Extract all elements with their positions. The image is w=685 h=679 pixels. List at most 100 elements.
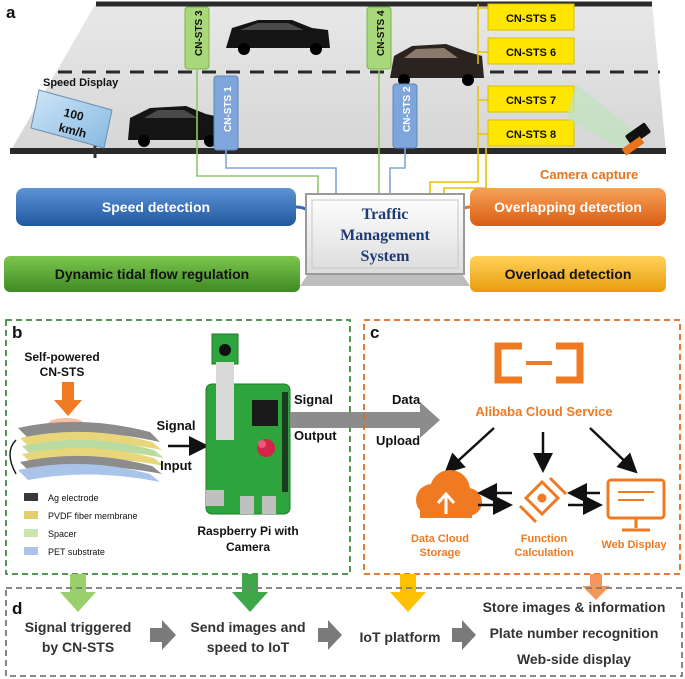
down-arrow-gold (390, 574, 426, 612)
legend-swatch-pvdf (24, 511, 38, 519)
car-overlapping (390, 44, 484, 86)
arrow-to-web (589, 427, 638, 474)
tms-line3: System (361, 248, 411, 265)
function-line2: Calculation (514, 547, 574, 559)
output-plate: Plate number recognition (490, 625, 659, 641)
sensor-sts8 (487, 119, 575, 147)
rpi-caption-line2: Camera (226, 540, 270, 554)
overload-detection-label: Overload detection (505, 266, 632, 282)
down-arrow-orange (582, 574, 610, 600)
car-top (226, 20, 330, 55)
web-display-label: Web Display (601, 539, 667, 551)
press-arrow (54, 382, 82, 416)
legend-swatch-spacer (24, 529, 38, 537)
panel-d: d Signal triggered by CN-STS Send images… (5, 587, 683, 677)
tms-line1: Traffic (362, 206, 409, 223)
data-upload-arrow (290, 402, 440, 438)
tidal-flow-label: Dynamic tidal flow regulation (55, 266, 249, 282)
sensor-sts6-label: CN-STS 6 (506, 47, 556, 59)
panel-d-letter: d (12, 599, 22, 618)
step2-line2: speed to IoT (207, 639, 290, 655)
sensor-flags: CN-STS 5 CN-STS 6 CN-STS 7 CN-STS 8 (477, 3, 575, 148)
panel-b: b Self-powered CN-STS Ag electrode PVDF … (5, 319, 351, 575)
legend-spacer: Spacer (48, 529, 77, 539)
sensor-sts7-label: CN-STS 7 (506, 95, 556, 107)
sensor-sts5 (487, 3, 575, 31)
function-icon (518, 476, 568, 524)
data-upload-line2: Upload (376, 433, 420, 448)
signal-output-line2: Output (294, 428, 337, 443)
step1-line2: by CN-STS (42, 639, 114, 655)
sensor-legend: Ag electrode PVDF fiber membrane Spacer … (24, 493, 138, 557)
flow-arrow-3 (452, 620, 476, 650)
panel-b-border (5, 319, 351, 575)
sensor-sts1-label: CN-STS 1 (223, 86, 234, 132)
sensor-wires (196, 70, 487, 198)
sensor-sts5-label: CN-STS 5 (506, 13, 556, 25)
panel-a-letter: a (6, 3, 16, 22)
step1-line1: Signal triggered (25, 619, 132, 635)
sensor-sts3-label: CN-STS 3 (194, 10, 205, 56)
sign-board (30, 89, 113, 149)
tms-line2: Management (340, 227, 430, 244)
step3: IoT platform (360, 629, 441, 645)
sensor-sts8-label: CN-STS 8 (506, 129, 556, 141)
legend-swatch-pet (24, 547, 38, 555)
camera-capture-label: Camera capture (540, 167, 638, 182)
alibaba-cloud-icon (494, 342, 584, 384)
self-powered-line2: CN-STS (40, 365, 85, 379)
web-display-icon (606, 478, 666, 532)
sensor-sts4-label: CN-STS 4 (376, 10, 387, 56)
speed-detection-label: Speed detection (102, 199, 210, 215)
function-line1: Function (521, 533, 568, 545)
sensor-sts1: CN-STS 1 (213, 75, 239, 151)
flow-arrow-1 (150, 620, 176, 650)
panel-c-border (363, 319, 681, 575)
overlapping-detection-label: Overlapping detection (494, 199, 642, 215)
speed-detection-box: Speed detection (16, 188, 296, 226)
legend-swatch-ag (24, 493, 38, 501)
arrow-to-storage (444, 427, 495, 474)
sensor-sts3: CN-STS 3 (184, 6, 210, 70)
car-bottom-left (128, 106, 226, 147)
rpi-caption-line1: Raspberry Pi with (197, 524, 298, 538)
speed-display-label: Speed Display (43, 77, 119, 89)
down-arrow-green-light (60, 574, 96, 612)
panel-c: c Data Upload Alibaba Cloud Service Data… (363, 319, 681, 575)
sign-unit: km/h (57, 120, 88, 140)
overload-detection-box: Overload detection (470, 256, 666, 292)
sensor-sts6 (487, 37, 575, 65)
output-web: Web-side display (517, 651, 631, 667)
storage-line2: Storage (420, 547, 461, 559)
cloud-storage-icon (416, 470, 482, 518)
output-store: Store images & information (483, 599, 666, 615)
sensor-sts4: CN-STS 4 (366, 6, 392, 70)
speed-sign: 100 km/h (30, 89, 113, 158)
down-arrow-green (232, 574, 268, 612)
camera-fov (566, 84, 640, 148)
legend-pet: PET substrate (48, 547, 105, 557)
camera-icon (621, 122, 651, 156)
sensor-layers (9, 421, 164, 482)
traffic-management-system: Traffic Management System (300, 193, 470, 286)
storage-line1: Data Cloud (411, 533, 469, 545)
legend-ag: Ag electrode (48, 493, 99, 503)
legend-pvdf: PVDF fiber membrane (48, 511, 138, 521)
panel-d-border (5, 587, 683, 677)
overlapping-detection-box: Overlapping detection (470, 188, 666, 226)
sign-value: 100 (62, 105, 85, 124)
flow-arrow-2 (318, 620, 342, 650)
panel-b-letter: b (12, 323, 22, 342)
raspberry-pi-icon (205, 333, 291, 515)
sensor-sts2: CN-STS 2 (392, 83, 418, 149)
self-powered-line1: Self-powered (24, 350, 99, 364)
signal-input-line2: Input (160, 458, 192, 473)
panel-c-letter: c (370, 323, 379, 342)
panel-a: a Speed Display 100 km/h (4, 1, 666, 292)
alibaba-label: Alibaba Cloud Service (475, 404, 612, 419)
signal-input-line1: Signal (156, 418, 195, 433)
step2-line1: Send images and (190, 619, 305, 635)
tidal-flow-box: Dynamic tidal flow regulation (4, 256, 300, 292)
signal-output-line1: Signal (294, 392, 333, 407)
